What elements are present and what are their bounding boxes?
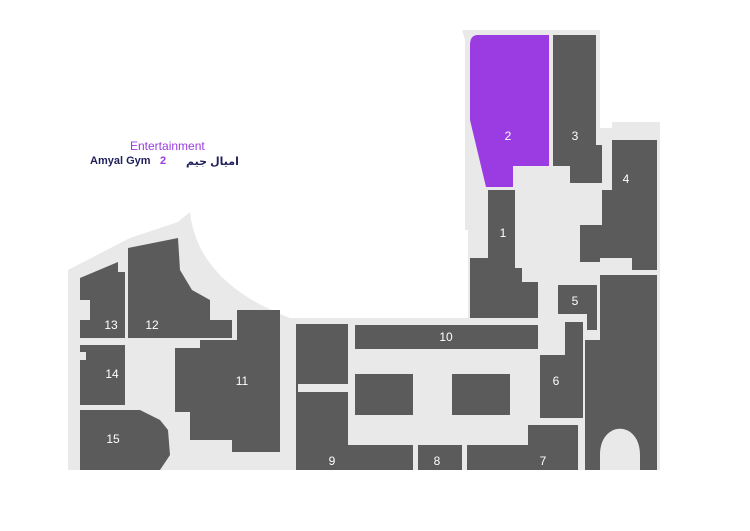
legend-entry-name-ar: اميال جيم: [186, 156, 239, 168]
unit-label-5: 5: [572, 294, 579, 308]
unit-label-11: 11: [236, 374, 249, 388]
unit-label-4: 4: [623, 172, 630, 186]
unit-label-8: 8: [434, 454, 441, 468]
unit-12[interactable]: [128, 238, 232, 338]
unit-label-10: 10: [439, 330, 453, 344]
unit-8[interactable]: [418, 445, 462, 470]
unit-block-left[interactable]: [355, 374, 413, 415]
unit-14[interactable]: [80, 345, 125, 405]
unit-label-15: 15: [106, 432, 120, 446]
map-legend: Entertainment Amyal Gym 2 اميال جيم: [0, 0, 330, 175]
map-units: [80, 35, 657, 470]
unit-13[interactable]: [80, 262, 125, 338]
legend-entry-number: 2: [160, 155, 167, 167]
legend-category: Entertainment: [130, 139, 205, 153]
unit-11[interactable]: [175, 310, 280, 452]
unit-label-7: 7: [540, 454, 547, 468]
unit-label-3: 3: [572, 129, 579, 143]
unit-15[interactable]: [80, 410, 170, 470]
unit-4[interactable]: [580, 140, 657, 270]
unit-6[interactable]: [540, 322, 583, 418]
unit-5[interactable]: [558, 285, 597, 330]
unit-label-6: 6: [553, 374, 560, 388]
legend-entry-name-en: Amyal Gym: [90, 155, 151, 167]
unit-1[interactable]: [470, 190, 538, 318]
unit-label-9: 9: [329, 454, 336, 468]
unit-3[interactable]: [553, 35, 602, 183]
unit-label-14: 14: [105, 367, 119, 381]
unit-7[interactable]: [467, 425, 578, 470]
unit-label-1: 1: [500, 226, 507, 240]
unit-right-column[interactable]: [585, 275, 657, 470]
unit-block-right[interactable]: [452, 374, 510, 415]
unit-9[interactable]: [296, 324, 413, 470]
unit-label-2: 2: [505, 129, 512, 143]
unit-labels: 1 2 3 4 5 6 7 8 9 10 11 12 13 14 15: [104, 129, 629, 468]
unit-10[interactable]: [355, 325, 538, 349]
unit-2[interactable]: [470, 35, 549, 187]
unit-label-12: 12: [145, 318, 159, 332]
unit-label-13: 13: [104, 318, 118, 332]
legend-entry[interactable]: Amyal Gym 2 اميال جيم: [90, 155, 290, 171]
